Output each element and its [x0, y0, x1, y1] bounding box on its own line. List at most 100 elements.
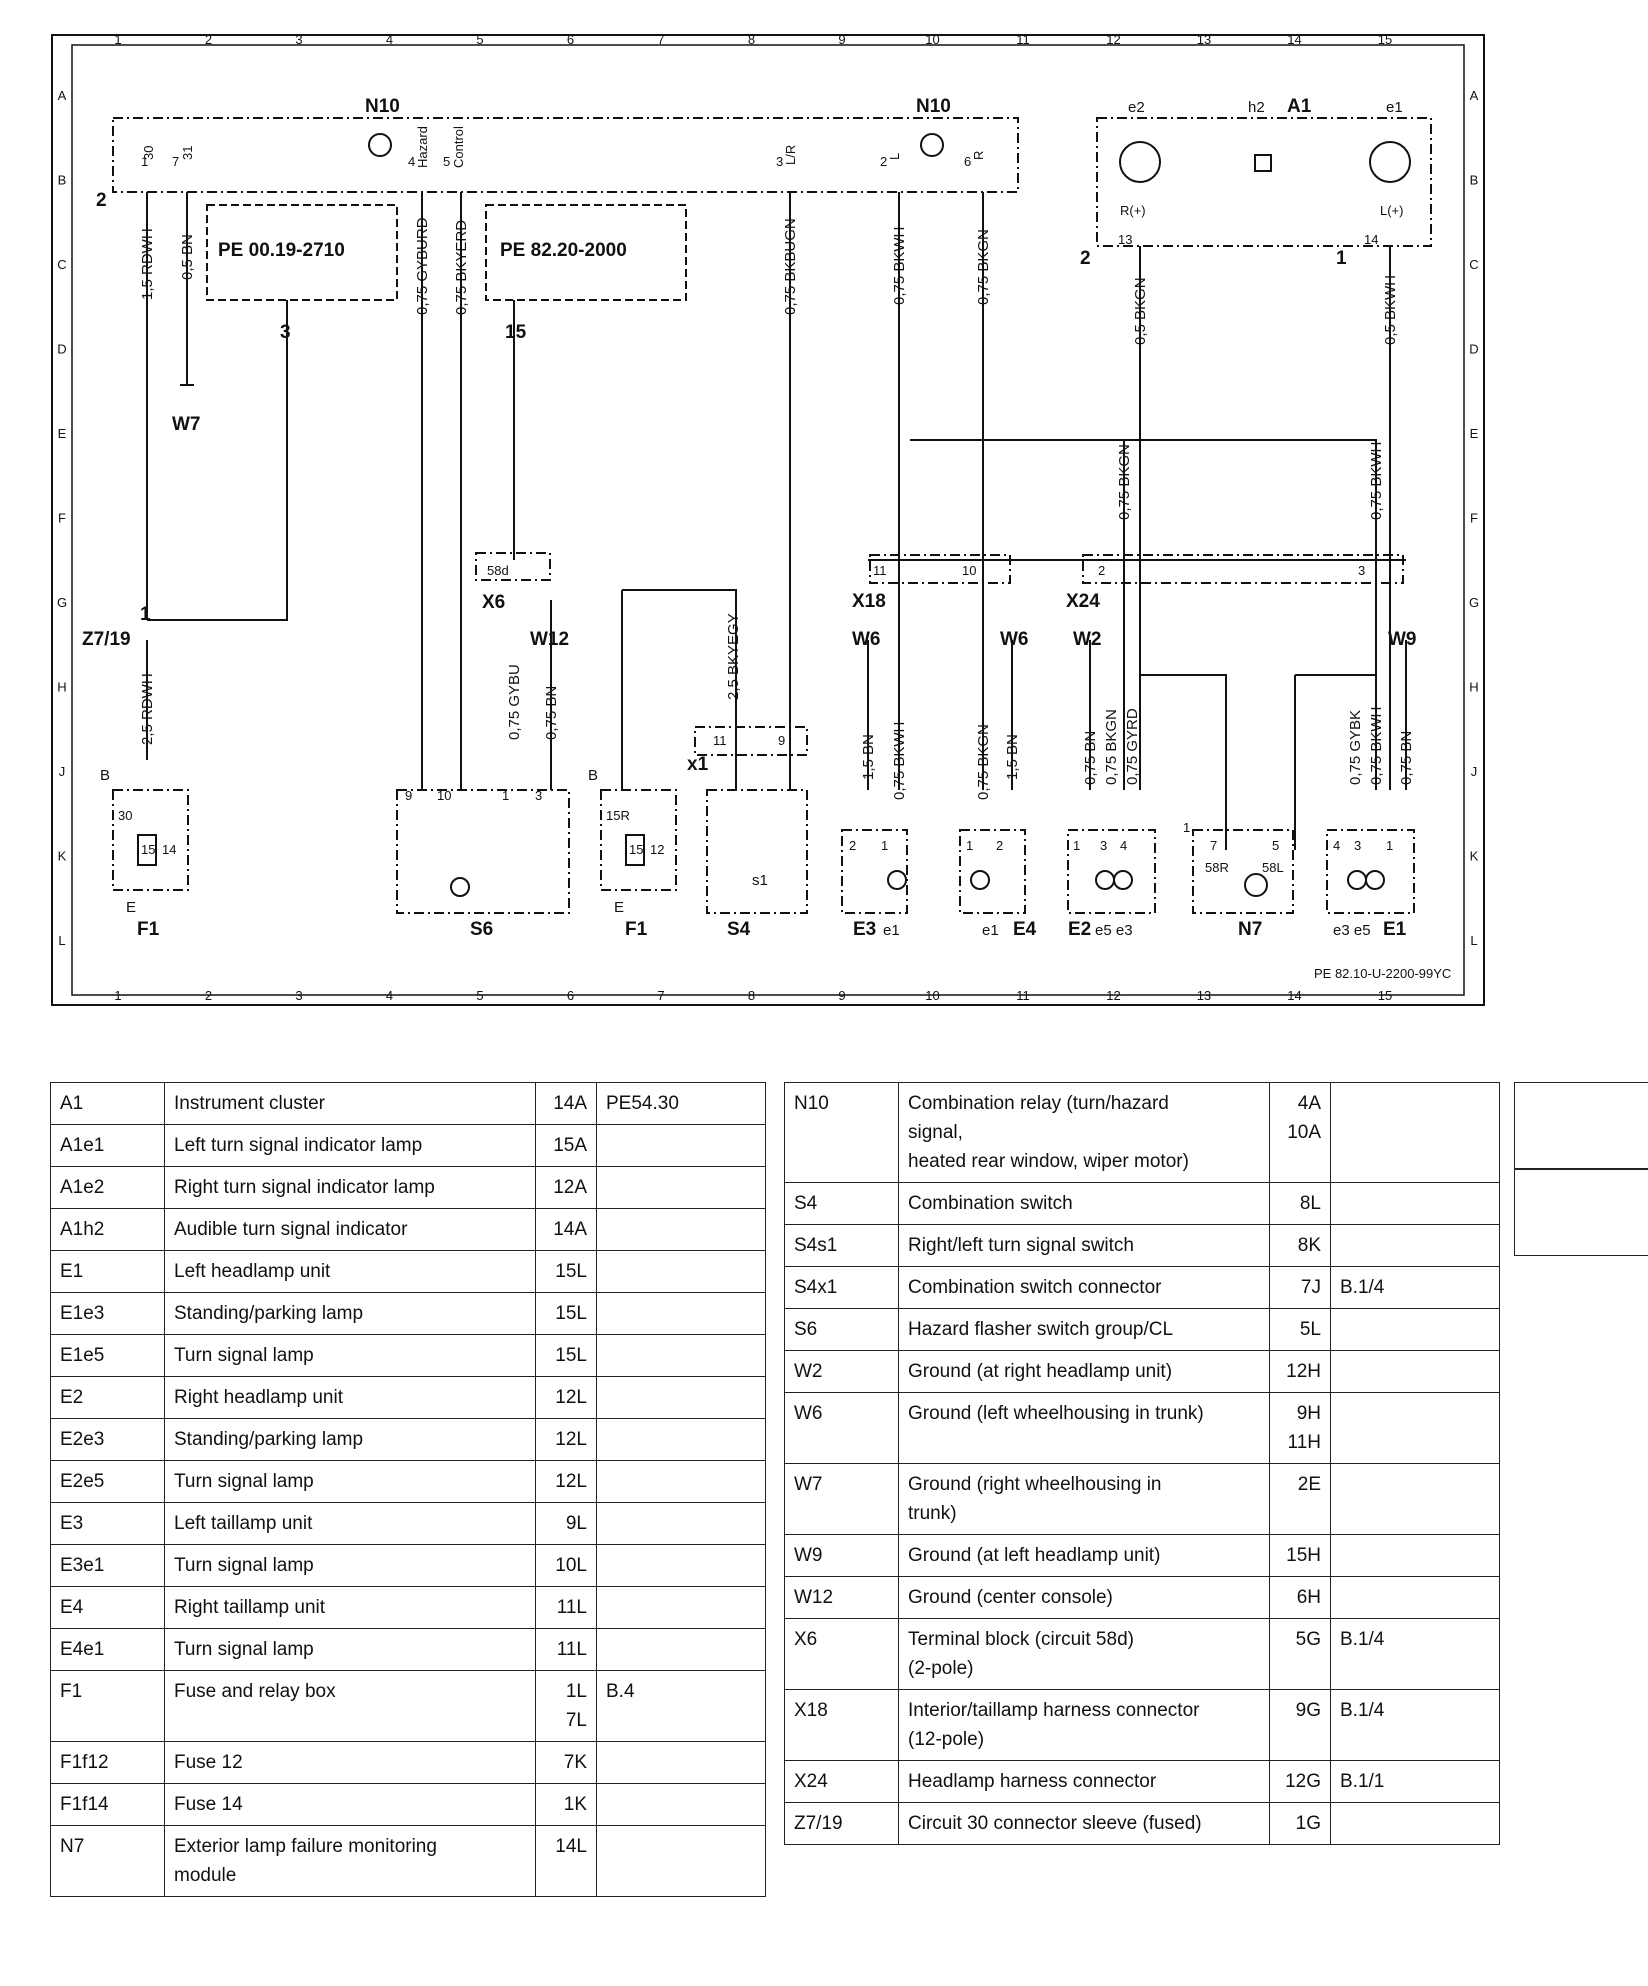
- pe-reference-2[interactable]: PE 82.20-2000: [500, 240, 627, 261]
- legend-location-line: 9H: [1296, 1403, 1321, 1424]
- legend-description-line: Ground (center console): [908, 1587, 1113, 1608]
- wire-label: 2,5 BKYEGY: [725, 613, 742, 700]
- legend-code: E1e3: [50, 1292, 165, 1335]
- legend-reference: [596, 1334, 766, 1377]
- pin-label: R(+): [1120, 203, 1146, 218]
- legend-description: Turn signal lamp: [164, 1460, 536, 1503]
- legend-location-line: 15L: [555, 1303, 587, 1324]
- legend-description: Turn signal lamp: [164, 1544, 536, 1587]
- legend-description-line: Right/left turn signal switch: [908, 1235, 1134, 1256]
- grid-column-label: 10: [925, 988, 939, 1003]
- grid-column-label: 13: [1197, 32, 1211, 47]
- grid-column-label: 8: [748, 32, 755, 47]
- legend-code: E3: [50, 1502, 165, 1545]
- legend-description-line: Fuse and relay box: [174, 1681, 336, 1702]
- pin-label: 15: [629, 842, 643, 857]
- legend-description-line: Ground (at left headlamp unit): [908, 1545, 1161, 1566]
- grid-column-label: 12: [1106, 988, 1120, 1003]
- grid-row-label: L: [58, 933, 65, 948]
- pe-reference-1[interactable]: PE 00.19-2710: [218, 240, 345, 261]
- e3-e1-label: e1: [883, 922, 900, 939]
- legend-reference: PE54.30: [596, 1082, 766, 1125]
- legend-description: Ground (center console): [898, 1576, 1270, 1619]
- legend-reference-line: B.4: [606, 1681, 635, 1702]
- legend-code-line: W9: [794, 1545, 823, 1566]
- grid-row-label: B: [58, 173, 67, 188]
- pin-label: 15R: [606, 808, 630, 823]
- legend-location-line: 12H: [1286, 1361, 1321, 1382]
- a1-e1-label: e1: [1386, 99, 1403, 116]
- legend-location-line: 12G: [1285, 1771, 1321, 1792]
- legend-description: Hazard flasher switch group/CL: [898, 1308, 1270, 1351]
- legend-reference: [1330, 1534, 1500, 1577]
- pin-label: 58R: [1205, 860, 1229, 875]
- wire-label: 0,5 BN: [179, 234, 196, 280]
- pin-label: 10: [437, 788, 451, 803]
- legend-code: F1: [50, 1670, 165, 1742]
- grid-column-label: 7: [657, 32, 664, 47]
- connector-number: 2: [96, 190, 107, 211]
- lamp-icon: [887, 870, 907, 890]
- grid-column-label: 4: [386, 988, 393, 1003]
- wire-label: 0,75 BKGN: [1116, 444, 1133, 520]
- legend-location-line: 12L: [555, 1387, 587, 1408]
- w2-label: W2: [1073, 629, 1102, 650]
- connector-number: 2: [1080, 248, 1091, 269]
- legend-description-line: Ground (left wheelhousing in trunk): [908, 1403, 1204, 1424]
- pin-label: 4: [408, 154, 415, 169]
- legend-code-line: E1: [60, 1261, 84, 1282]
- grid-column-label: 11: [1016, 32, 1030, 47]
- x24-label: X24: [1066, 591, 1100, 612]
- grid-row-label: E: [58, 426, 67, 441]
- legend-location-line: 11H: [1287, 1432, 1321, 1453]
- grid-column-label: 6: [567, 32, 574, 47]
- pin-label: L: [887, 153, 902, 160]
- a1-h2-label: h2: [1248, 99, 1265, 116]
- lamp-icon: [970, 870, 990, 890]
- legend-code-line: F1f14: [60, 1794, 109, 1815]
- legend-description-line: Combination relay (turn/hazard: [908, 1093, 1169, 1114]
- legend-code-line: S6: [794, 1319, 818, 1340]
- grid-row-label: H: [57, 680, 66, 695]
- wire-label: 0,5 BKWH: [1382, 275, 1399, 345]
- legend-location: 1G: [1269, 1802, 1331, 1845]
- s1-label: s1: [752, 872, 768, 889]
- grid-column-label: 14: [1287, 32, 1301, 47]
- legend-location-line: 5G: [1295, 1629, 1321, 1650]
- pin-label: 1: [1386, 838, 1393, 853]
- pin-label: 11: [713, 733, 727, 748]
- pin-label: 1: [1073, 838, 1080, 853]
- x18-label: X18: [852, 591, 886, 612]
- legend-description-line: Standing/parking lamp: [174, 1429, 364, 1450]
- legend-description-line: Circuit 30 connector sleeve (fused): [908, 1813, 1202, 1834]
- wire-label: 0,75 BKGN: [975, 724, 992, 800]
- legend-code-line: E4e1: [60, 1639, 105, 1660]
- legend-reference: [1330, 1463, 1500, 1535]
- x6-label: X6: [482, 592, 505, 613]
- grid-labels: 1122334455667788991010111112121313141415…: [57, 32, 1479, 1003]
- legend-description: Combination switch: [898, 1182, 1270, 1225]
- pin-label: 5: [1272, 838, 1279, 853]
- a1-e2-label: e2: [1128, 99, 1145, 116]
- legend-code: X18: [784, 1689, 899, 1761]
- pin-label: 14: [1364, 232, 1378, 247]
- grid-column-label: 1: [114, 988, 121, 1003]
- f1-left-label: F1: [137, 919, 160, 940]
- legend-reference: [596, 1124, 766, 1167]
- lamp-icon: [1365, 870, 1385, 890]
- grid-column-label: 10: [925, 32, 939, 47]
- grid-row-label: J: [1471, 764, 1478, 779]
- wire-label: 0,75 BKWH: [891, 227, 908, 305]
- legend-location-line: 6H: [1296, 1587, 1321, 1608]
- legend-code: E2: [50, 1376, 165, 1419]
